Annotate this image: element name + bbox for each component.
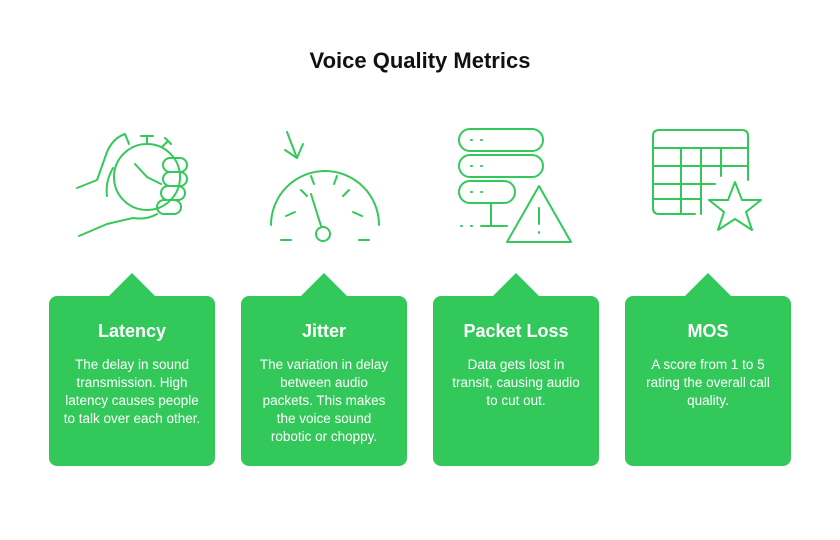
metric-card-jitter: Jitter The variation in delay between au…: [241, 273, 407, 466]
table-star-icon: [643, 122, 773, 252]
metric-description: A score from 1 to 5 rating the overall c…: [646, 357, 770, 408]
metric-card-latency: Latency The delay in sound transmission.…: [49, 273, 215, 466]
metric-description: Data gets lost in transit, causing audio…: [452, 357, 580, 408]
metric-card-mos: MOS A score from 1 to 5 rating the overa…: [625, 273, 791, 466]
metric-description: The variation in delay between audio pac…: [259, 357, 389, 444]
metric-title: Packet Loss: [463, 321, 569, 341]
metric-description: The delay in sound transmission. High la…: [63, 357, 201, 426]
server-warning-icon: [451, 122, 581, 252]
page-title: Voice Quality Metrics: [309, 48, 531, 73]
metric-title: MOS: [687, 321, 729, 341]
metric-title: Latency: [97, 321, 167, 341]
metric-title: Jitter: [301, 321, 346, 341]
speedometer-icon: [259, 122, 389, 252]
hand-stopwatch-icon: [67, 122, 197, 252]
metric-card-packet-loss: Packet Loss Data gets lost in transit, c…: [433, 273, 599, 466]
